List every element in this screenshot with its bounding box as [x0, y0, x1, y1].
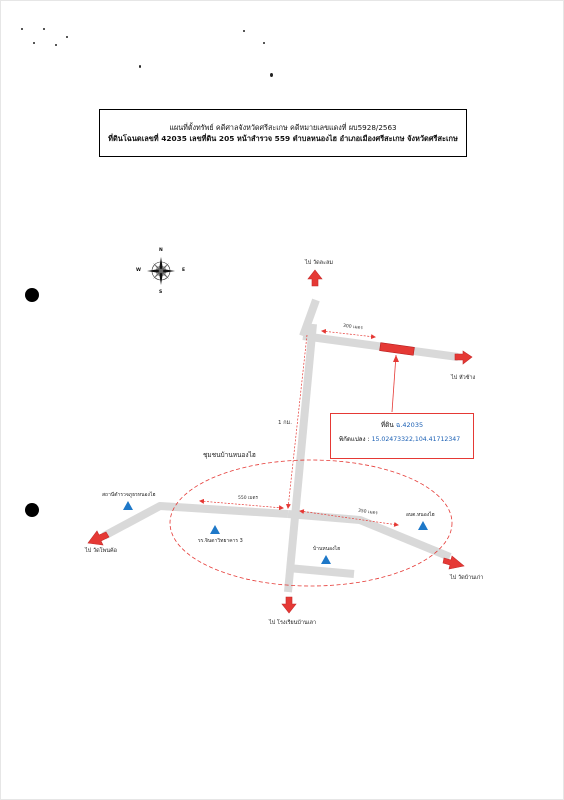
- label-community: ชุมชนบ้านหนองไฮ: [203, 451, 256, 459]
- title-line-1: แผนที่ตั้งทรัพย์ คดีศาลจังหวัดศรีสะเกษ ค…: [169, 123, 397, 132]
- label-to-east: ไป หัวช้าง: [451, 375, 476, 381]
- scan-speck: [243, 30, 245, 32]
- label-to-south: ไป โรงเรียนบ้านเลา: [269, 620, 317, 626]
- distance-markers: [199, 328, 399, 527]
- label-to-southeast: ไป วัดบ้านเก่า: [450, 575, 484, 581]
- land-info-title-prefix: ที่ดิน: [380, 421, 394, 429]
- land-info-title: ที่ดิน ฉ.42035: [331, 420, 473, 430]
- land-info-coord-prefix: พิกัดแปลง :: [339, 436, 370, 443]
- land-info-box: ที่ดิน ฉ.42035 พิกัดแปลง : 15.02473322,1…: [330, 413, 474, 459]
- scan-speck: [55, 44, 57, 46]
- arrow-south-icon: [281, 596, 297, 614]
- landmark-markers: [123, 501, 428, 564]
- dist-vertical: [285, 334, 308, 509]
- label-dist-vertical: 1 กม.: [278, 420, 292, 426]
- parcel-leader-line: [391, 354, 397, 413]
- arrow-east-icon: [454, 350, 473, 365]
- road-vertical: [284, 323, 317, 593]
- arrow-southwest-icon: [87, 530, 110, 546]
- land-parcel: [379, 342, 415, 356]
- dist-east: [299, 509, 399, 527]
- arrow-north-icon: [307, 269, 323, 287]
- scan-speck: [66, 36, 68, 38]
- scan-speck: [263, 42, 265, 44]
- compass-n: N: [159, 248, 163, 253]
- triangle-icon: [418, 521, 428, 530]
- compass-e: E: [182, 268, 186, 273]
- scan-speck: [270, 73, 273, 77]
- punch-hole-bottom: [25, 503, 39, 517]
- scan-speck: [21, 28, 23, 30]
- land-info-title-value: ฉ.42035: [395, 421, 424, 429]
- road-village: [287, 564, 355, 578]
- land-info-coord: พิกัดแปลง : 15.02473322,104.41712347: [339, 434, 460, 444]
- arrow-southeast-icon: [442, 555, 465, 570]
- label-to-southwest: ไป วัดโพนค้อ: [85, 548, 117, 554]
- label-sao: อบต.หนองไฮ: [406, 512, 435, 518]
- label-dist-west: 550 เมตร: [238, 496, 258, 501]
- title-box: แผนที่ตั้งทรัพย์ คดีศาลจังหวัดศรีสะเกษ ค…: [99, 109, 467, 157]
- road-north-spur: [299, 298, 320, 338]
- triangle-icon: [321, 555, 331, 564]
- title-line-2: ที่ดินโฉนดเลขที่ 42035 เลขที่ดิน 205 หน้…: [108, 134, 458, 143]
- scan-speck: [139, 65, 141, 68]
- dist-upper: [321, 328, 376, 340]
- triangle-icon: [210, 525, 220, 534]
- label-village: บ้านหนองไฮ: [313, 546, 341, 552]
- road-main-west: [102, 502, 289, 540]
- triangle-icon: [123, 501, 133, 510]
- punch-hole-top: [25, 288, 39, 302]
- compass-rose-icon: [147, 257, 175, 285]
- community-boundary: [169, 459, 453, 587]
- direction-arrows: [87, 269, 473, 614]
- scan-speck: [43, 28, 45, 30]
- land-info-coord-value: 15.02473322,104.41712347: [371, 436, 461, 443]
- label-school: รร.จินดาวิทยาคาร 3: [198, 538, 243, 544]
- parcel-leader-tip: [393, 355, 399, 362]
- label-police-station: สถานีตำรวจภูธรหนองไฮ: [102, 492, 156, 498]
- compass-s: S: [159, 290, 163, 295]
- compass-w: W: [136, 268, 141, 273]
- label-to-north: ไป วัดละลม: [305, 260, 333, 266]
- scan-speck: [33, 42, 35, 44]
